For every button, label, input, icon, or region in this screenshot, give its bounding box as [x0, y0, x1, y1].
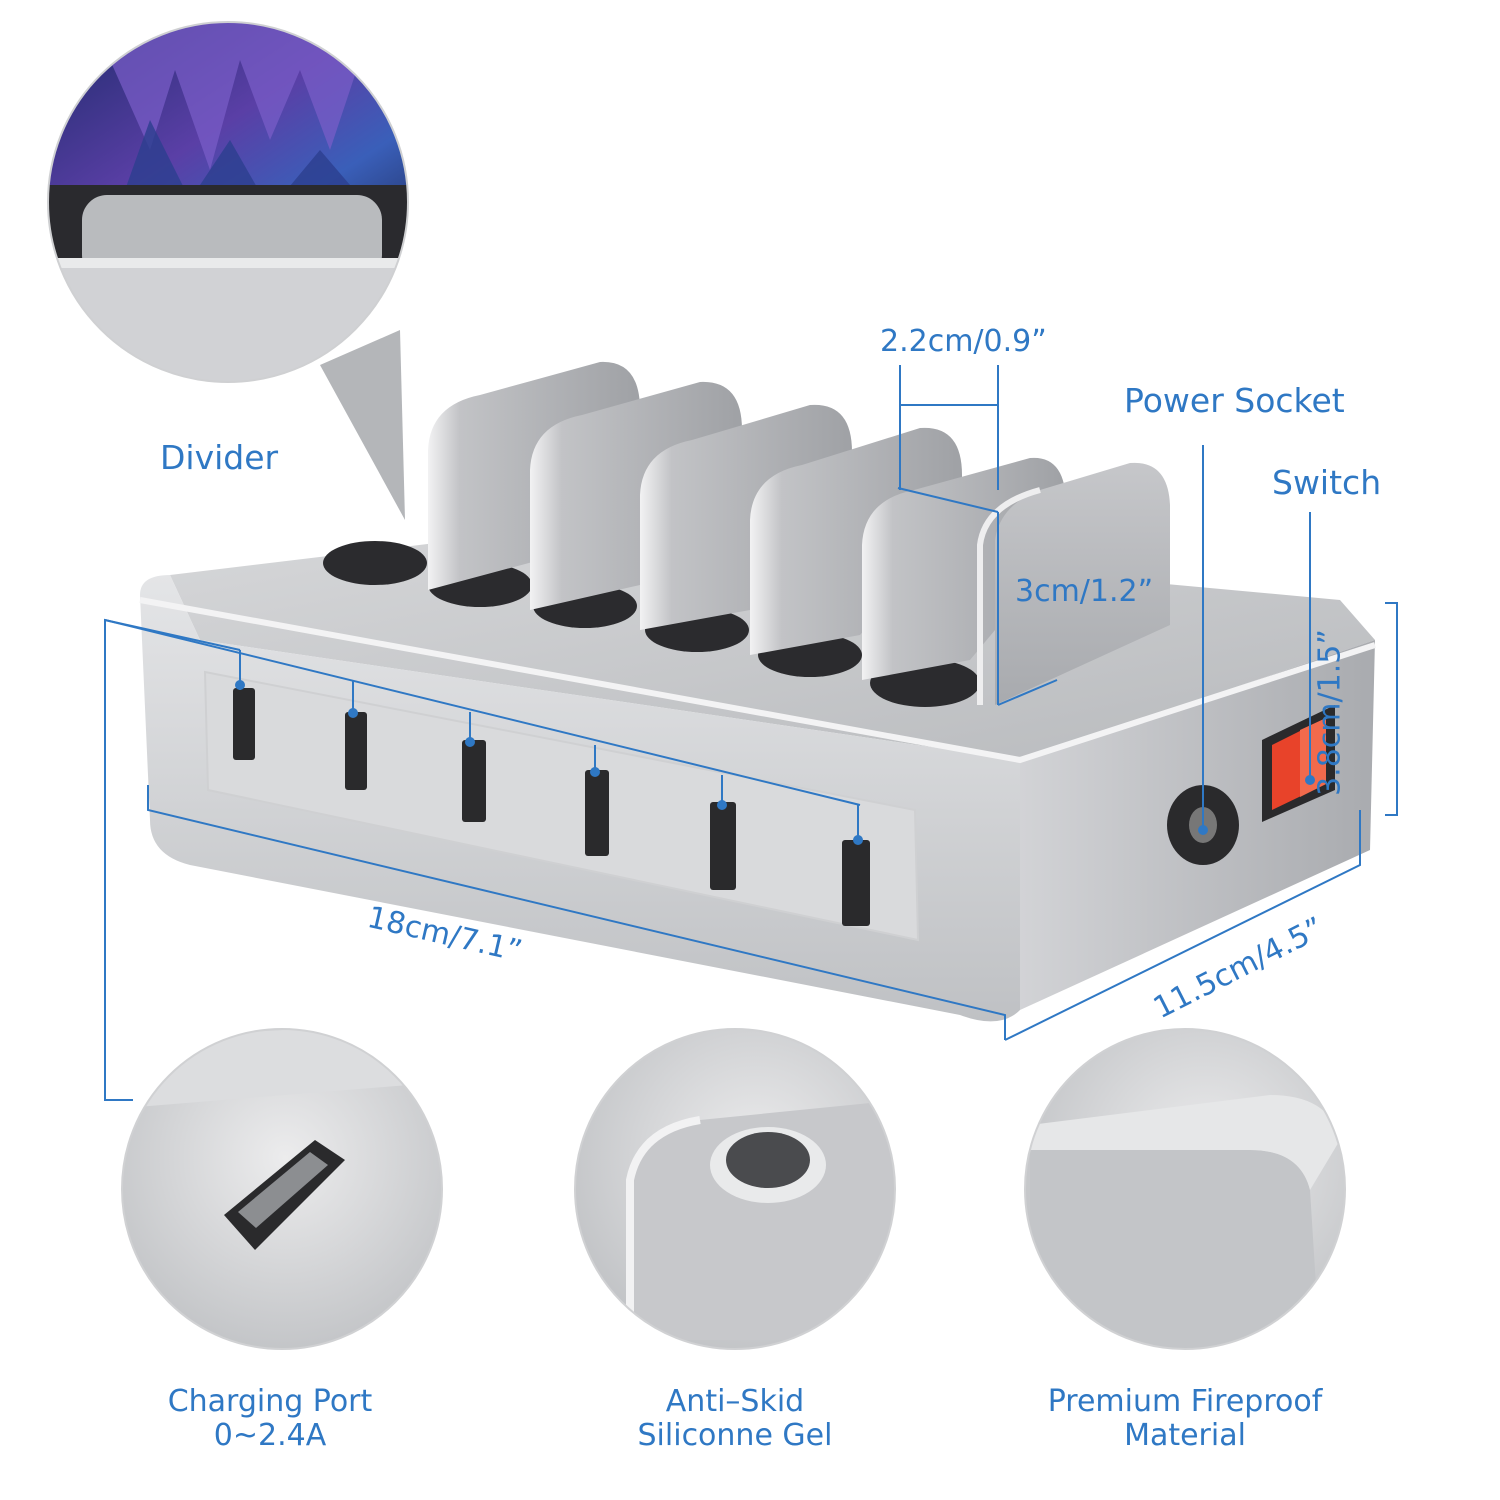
slot-width-label: 2.2cm/0.9”	[880, 324, 1047, 359]
divider-height-label: 3cm/1.2”	[1015, 574, 1154, 609]
port-marker	[465, 737, 475, 747]
charging-port-caption: Charging Port 0~2.4A	[167, 1384, 373, 1453]
switch-marker	[1305, 775, 1315, 785]
height-label: 3.8cm/1.5”	[1312, 629, 1348, 796]
dimension-lines	[104, 365, 1398, 1101]
anti-skid-caption: Anti–Skid Siliconne Gel	[637, 1384, 833, 1453]
dividers	[428, 361, 1170, 705]
anti-skid-foot-closeup	[574, 1028, 896, 1350]
port-marker	[853, 835, 863, 845]
usb-port	[842, 840, 870, 926]
fireproof-material-closeup	[1024, 1028, 1346, 1350]
fireproof-caption: Premium Fireproof Material	[1047, 1384, 1323, 1453]
rocker-switch-icon	[1262, 705, 1335, 822]
usb-port	[233, 688, 255, 760]
usb-port	[585, 770, 609, 856]
port-marker	[235, 680, 245, 690]
port-marker	[348, 708, 358, 718]
port-marker	[717, 800, 727, 810]
usb-ports	[233, 688, 870, 926]
power-socket-marker	[1198, 825, 1208, 835]
divider-label: Divider	[160, 438, 279, 477]
charging-port-closeup	[121, 1028, 443, 1350]
usb-port	[462, 740, 486, 822]
switch-label: Switch	[1272, 463, 1382, 502]
port-marker	[590, 767, 600, 777]
usb-port	[345, 712, 367, 790]
power-socket-label: Power Socket	[1124, 381, 1345, 420]
usb-port	[710, 802, 736, 890]
charging-station	[139, 361, 1376, 1022]
